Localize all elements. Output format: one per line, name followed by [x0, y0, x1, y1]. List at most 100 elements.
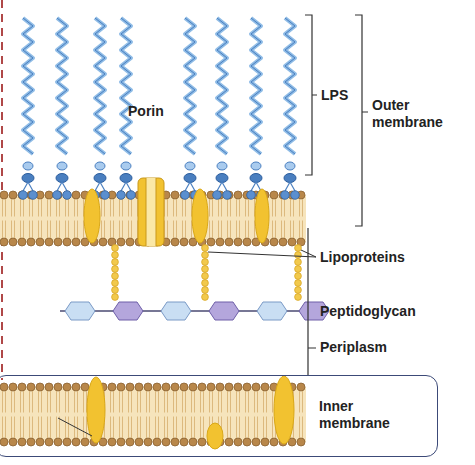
- lipid-head: [9, 438, 17, 446]
- porin-stripe: [146, 178, 147, 246]
- lipid-tail: [83, 390, 84, 413]
- lipid-tail: [149, 417, 150, 440]
- lipoprotein-bead: [202, 287, 209, 294]
- lps-stem: [190, 182, 195, 191]
- lipid-head: [180, 238, 188, 246]
- lipid-tail: [236, 417, 237, 440]
- lipid-tail: [38, 198, 39, 217]
- lipid-tail: [110, 221, 111, 240]
- lipid-tail: [302, 417, 303, 440]
- leader-line: [208, 252, 316, 257]
- lipid-head: [198, 438, 206, 446]
- lipid-head: [162, 383, 170, 391]
- lipid-tail: [212, 198, 213, 217]
- lipid-head: [225, 438, 233, 446]
- lipid-tail: [248, 417, 249, 440]
- lipoprotein-bead: [112, 266, 119, 273]
- lipid-tail: [47, 198, 48, 217]
- lipid-tail: [218, 198, 219, 217]
- lipid-tail: [275, 198, 276, 217]
- lipid-tail: [74, 198, 75, 217]
- lipoprotein-bead: [295, 252, 302, 259]
- lipid-tail: [32, 221, 33, 240]
- lipid-tail: [2, 221, 3, 240]
- peptidoglycan-subunit: [65, 302, 95, 320]
- part-label: LPS: [321, 87, 361, 104]
- lps-o-antigen: [217, 18, 227, 154]
- lps-core: [250, 174, 262, 183]
- lipid-tail: [302, 390, 303, 413]
- lipid-head: [234, 383, 242, 391]
- lps-core: [23, 162, 33, 170]
- box-label: Inner membrane: [319, 398, 399, 432]
- peptidoglycan-subunit: [161, 302, 191, 320]
- lps-core: [284, 174, 296, 183]
- lipid-head: [153, 438, 161, 446]
- lipid-tail: [272, 221, 273, 240]
- lipid-head: [126, 238, 134, 246]
- lipid-tail: [230, 221, 231, 240]
- lipid-head: [0, 238, 8, 246]
- lipid-tail: [155, 390, 156, 413]
- lipid-tail: [5, 390, 6, 413]
- lipid-head: [108, 438, 116, 446]
- lipid-tail: [299, 417, 300, 440]
- lps-core: [121, 162, 131, 170]
- lipoprotein-bead: [202, 245, 209, 252]
- lipid-tail: [32, 198, 33, 217]
- lipid-tail: [302, 198, 303, 217]
- lipid-tail: [50, 417, 51, 440]
- lps-o-antigen: [57, 18, 67, 154]
- lipid-tail: [65, 390, 66, 413]
- lipid-head: [81, 383, 89, 391]
- lipid-tail: [182, 221, 183, 240]
- lps-stem: [222, 182, 227, 191]
- lipid-tail: [173, 221, 174, 240]
- membrane-protein: [87, 377, 105, 443]
- lipid-tail: [68, 198, 69, 217]
- lipid-head: [261, 438, 269, 446]
- lps-o-antigen: [57, 18, 67, 154]
- lipid-head: [27, 238, 35, 246]
- lipid-head: [171, 238, 179, 246]
- lipid-tail: [221, 390, 222, 413]
- lipid-tail: [173, 390, 174, 413]
- lipid-tail: [5, 198, 6, 217]
- lipid-tail: [2, 417, 3, 440]
- lipid-tail: [227, 198, 228, 217]
- lipid-tail: [29, 417, 30, 440]
- lipid-tail: [257, 417, 258, 440]
- lipid-tail: [230, 198, 231, 217]
- lipid-tail: [227, 221, 228, 240]
- lipid-tail: [74, 390, 75, 413]
- lps-core: [285, 162, 295, 170]
- lipid-tail: [137, 417, 138, 440]
- lipid-tail: [59, 390, 60, 413]
- lipid-tail: [20, 198, 21, 217]
- lipid-tail: [128, 390, 129, 413]
- lipoprotein-bead: [112, 280, 119, 287]
- lipid-a-head: [29, 191, 38, 200]
- lipid-tail: [11, 221, 12, 240]
- lipid-a-head: [181, 191, 190, 200]
- lipid-tail: [59, 417, 60, 440]
- lipid-tail: [32, 417, 33, 440]
- lipid-tail: [56, 417, 57, 440]
- lipid-head: [198, 383, 206, 391]
- lipid-tail: [158, 417, 159, 440]
- lipid-tail: [245, 417, 246, 440]
- lipid-tail: [14, 417, 15, 440]
- lipoprotein-bead: [202, 252, 209, 259]
- lipid-head: [216, 238, 224, 246]
- lipid-head: [270, 238, 278, 246]
- lps-o-antigen: [285, 18, 295, 154]
- lps-o-antigen: [23, 18, 33, 154]
- lipid-head: [45, 238, 53, 246]
- lps-stem: [100, 182, 105, 191]
- lipid-tail: [200, 417, 201, 440]
- lipid-tail: [23, 390, 24, 413]
- lipid-tail: [164, 390, 165, 413]
- lipid-tail: [14, 390, 15, 413]
- lipid-head: [36, 383, 44, 391]
